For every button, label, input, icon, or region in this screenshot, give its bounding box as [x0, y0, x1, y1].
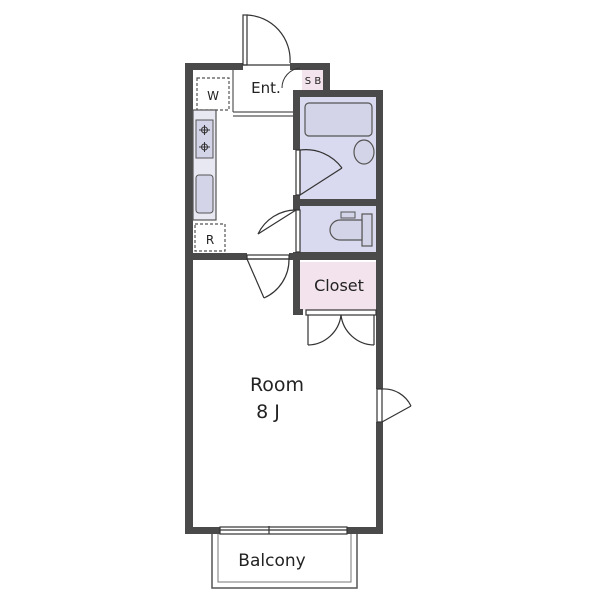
- room-size-label: 8 J: [256, 401, 280, 423]
- kitchen-counter: [192, 109, 217, 221]
- toilet-icon: [329, 211, 373, 247]
- entrance-step: [232, 70, 293, 117]
- balcony-label: Balcony: [238, 551, 305, 571]
- room-door: [246, 254, 290, 299]
- closet-label: Closet: [314, 276, 364, 295]
- washer-label: W: [207, 89, 219, 103]
- closet-area: [298, 262, 378, 310]
- walls: [185, 63, 383, 534]
- shoe-box-area: [302, 68, 324, 92]
- side-door: [376, 388, 412, 423]
- entrance-label: Ent.: [251, 79, 281, 97]
- bathroom-door: [295, 149, 343, 196]
- stove-burners-icon: [199, 125, 210, 152]
- fridge-space: [194, 223, 226, 252]
- washbasin-icon: [353, 139, 375, 165]
- entry-door: [242, 14, 291, 66]
- closet-doors: [305, 309, 377, 346]
- shoe-box-door: [281, 67, 301, 89]
- bathtub-icon: [304, 102, 373, 137]
- toilet-door: [257, 209, 301, 253]
- balcony-window: [219, 526, 348, 535]
- shoe-box-label: S B: [305, 76, 322, 87]
- room-name-label: Room: [250, 374, 304, 396]
- fridge-label: R: [206, 233, 214, 247]
